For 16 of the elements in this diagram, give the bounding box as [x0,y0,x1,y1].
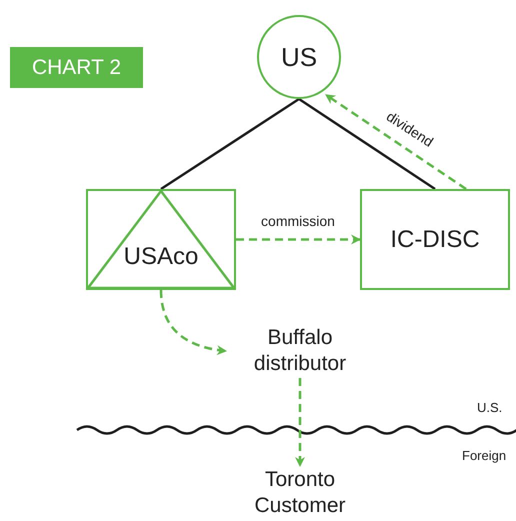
title-banner: CHART 2 [10,47,143,88]
arrow [236,234,361,244]
node-label: Toronto Customer [253,467,347,519]
arrow [160,290,227,355]
arrow [325,94,467,190]
node-label: US [280,40,318,74]
region-label: Foreign [462,447,506,465]
node-label: IC-DISC [390,224,480,254]
connector-line [160,98,300,190]
box-node [360,189,510,290]
region-label: U.S. [477,399,502,417]
arrow [295,378,305,467]
edge-label: commission [259,213,337,229]
connector-line [298,98,436,190]
node-label: USAco [122,242,200,272]
node-label: Buffalo distributor [252,325,348,377]
